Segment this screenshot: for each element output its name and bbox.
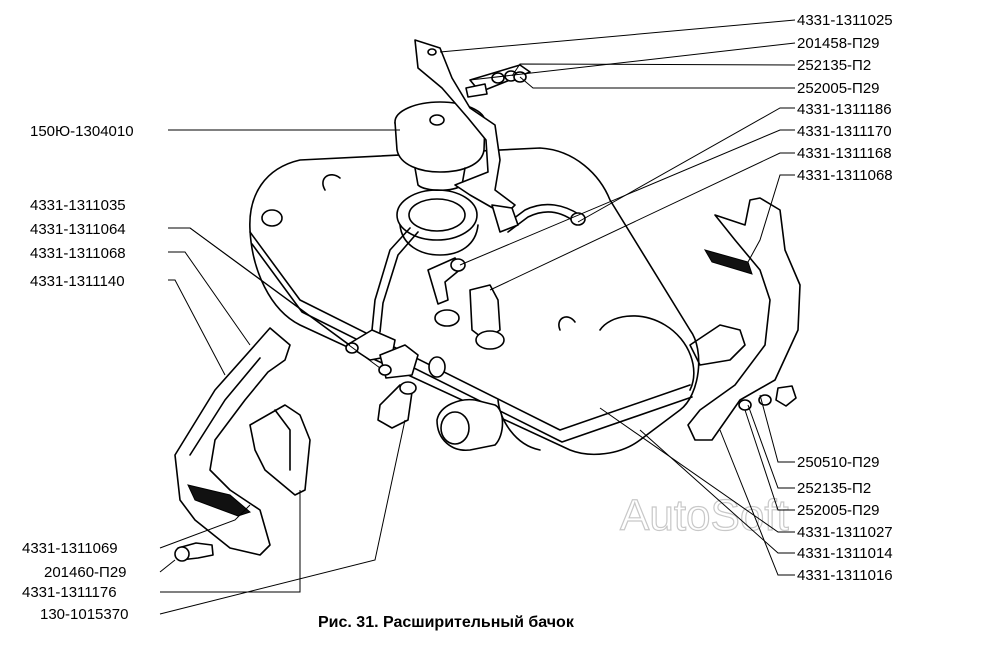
- label-250510-p29: 250510-П29: [797, 454, 880, 471]
- filler-neck: [396, 189, 479, 256]
- label-4331-1311068-left: 4331-1311068: [30, 245, 126, 262]
- label-252005-p29-top: 252005-П29: [797, 80, 880, 97]
- label-4331-1311168: 4331-1311168: [797, 145, 892, 162]
- label-4331-1311140: 4331-1311140: [30, 273, 125, 290]
- left-strap: [174, 327, 311, 562]
- label-252135-p2-bottom: 252135-П2: [797, 480, 871, 497]
- label-150yu-1304010: 150Ю-1304010: [30, 123, 134, 140]
- label-4331-1311025: 4331-1311025: [797, 12, 893, 29]
- label-4331-1311016: 4331-1311016: [797, 567, 893, 584]
- label-201458-p29: 201458-П29: [797, 35, 880, 52]
- figure-caption: Рис. 31. Расширительный бачок: [318, 614, 575, 631]
- label-4331-1311170: 4331-1311170: [797, 123, 892, 140]
- label-252005-p29-bottom: 252005-П29: [797, 502, 880, 519]
- label-4331-1311014: 4331-1311014: [797, 545, 893, 562]
- label-130-1015370: 130-1015370: [40, 606, 128, 623]
- watermark: AutoSoft: [620, 491, 789, 540]
- label-252135-p2-top: 252135-П2: [797, 57, 871, 74]
- label-4331-1311068-right: 4331-1311068: [797, 167, 893, 184]
- label-4331-1311064: 4331-1311064: [30, 221, 126, 238]
- label-201460-p29: 201460-П29: [44, 564, 127, 581]
- leader-lines: [159, 19, 796, 615]
- right-labels: 4331-1311025 201458-П29 252135-П2 252005…: [797, 12, 893, 584]
- label-4331-1311027: 4331-1311027: [797, 524, 893, 541]
- label-4331-1311035: 4331-1311035: [30, 197, 126, 214]
- label-4331-1311186: 4331-1311186: [797, 101, 892, 118]
- left-labels: 150Ю-1304010 4331-1311035 4331-1311064 4…: [22, 123, 134, 623]
- label-4331-1311069: 4331-1311069: [22, 540, 118, 557]
- label-4331-1311176: 4331-1311176: [22, 584, 117, 601]
- right-strap-bracket: [687, 197, 801, 441]
- hose-fittings: [345, 203, 586, 451]
